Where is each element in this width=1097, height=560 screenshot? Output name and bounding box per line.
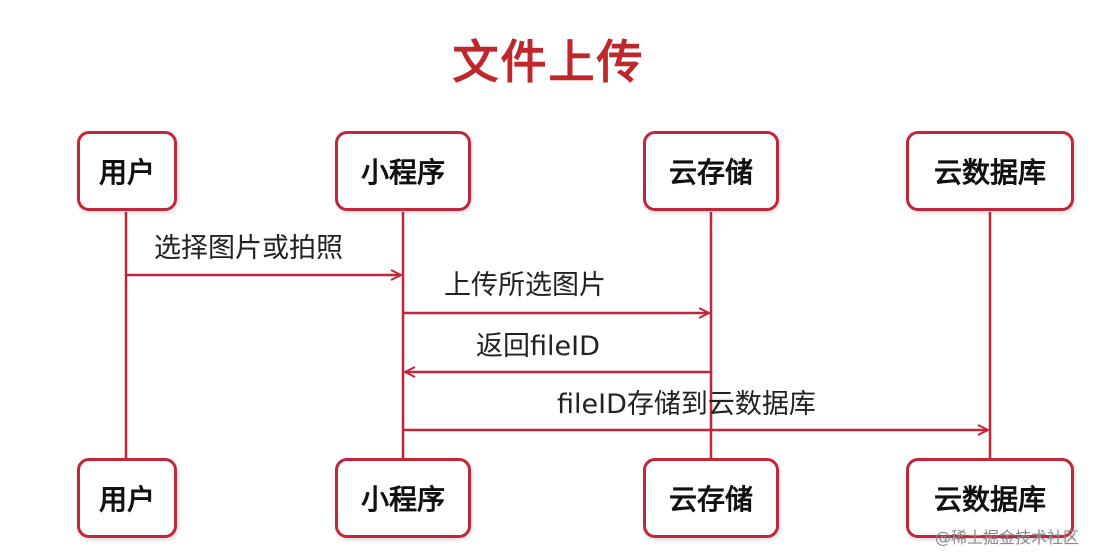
actor-user-label: 用户 xyxy=(98,483,155,516)
watermark: @稀土掘金技术社区 xyxy=(934,528,1079,547)
actor-cloud-storage-label: 云存储 xyxy=(668,483,753,516)
actor-cloud-storage-top: 云存储 xyxy=(643,131,779,211)
message-upload-image: 上传所选图片 xyxy=(444,270,606,301)
actor-cloud-database-label: 云数据库 xyxy=(933,156,1046,189)
actor-miniprogram-label: 小程序 xyxy=(360,483,445,516)
actor-user-bottom: 用户 xyxy=(77,458,177,538)
actor-cloud-database-bottom: 云数据库 xyxy=(906,458,1074,538)
diagram-title: 文件上传 xyxy=(452,35,645,89)
actor-cloud-database-label: 云数据库 xyxy=(933,483,1046,516)
actor-user-label: 用户 xyxy=(98,156,155,189)
actor-miniprogram-top: 小程序 xyxy=(335,131,471,211)
actor-cloud-database-top: 云数据库 xyxy=(906,131,1074,211)
actor-miniprogram-bottom: 小程序 xyxy=(335,458,471,538)
actor-user-top: 用户 xyxy=(77,131,177,211)
actor-cloud-storage-label: 云存储 xyxy=(668,156,753,189)
message-return-fileid: 返回fileID xyxy=(476,331,600,362)
actor-miniprogram-label: 小程序 xyxy=(360,156,445,189)
actor-cloud-storage-bottom: 云存储 xyxy=(643,458,779,538)
message-store-fileid: fileID存储到云数据库 xyxy=(557,389,816,420)
message-select-image: 选择图片或拍照 xyxy=(154,233,343,264)
